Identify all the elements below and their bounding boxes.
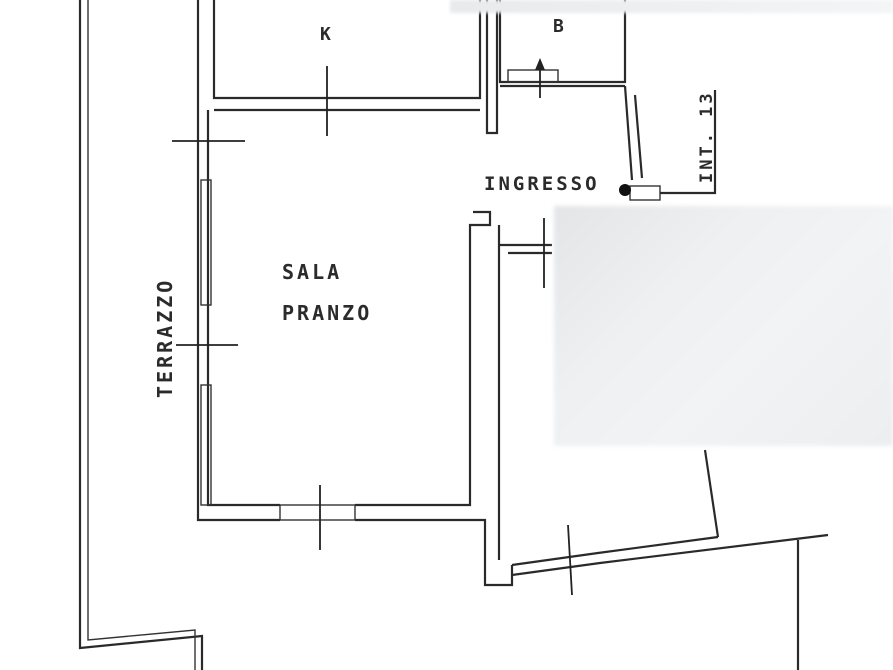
room-label-kitchen: K [320,24,334,45]
door-hinge-mark [619,184,631,196]
lower-right-walls [511,449,829,670]
unit-number-label: INT. 13 [697,90,717,183]
section-marks [172,58,631,596]
door-arrow-icon [535,58,545,70]
room-label-dining-2: PRANZO [282,301,372,325]
room-label-dining-1: SALA [282,260,342,284]
obscured-area-top [450,0,893,13]
room-label-terrace: TERRAZZO [153,278,177,398]
terrace-outline [78,0,204,670]
obscured-area-right [554,206,893,446]
bathroom-walls [485,0,717,201]
room-label-bathroom: B [553,16,567,37]
dining-room-walls [196,0,552,587]
room-label-entrance: INGRESSO [484,173,600,195]
